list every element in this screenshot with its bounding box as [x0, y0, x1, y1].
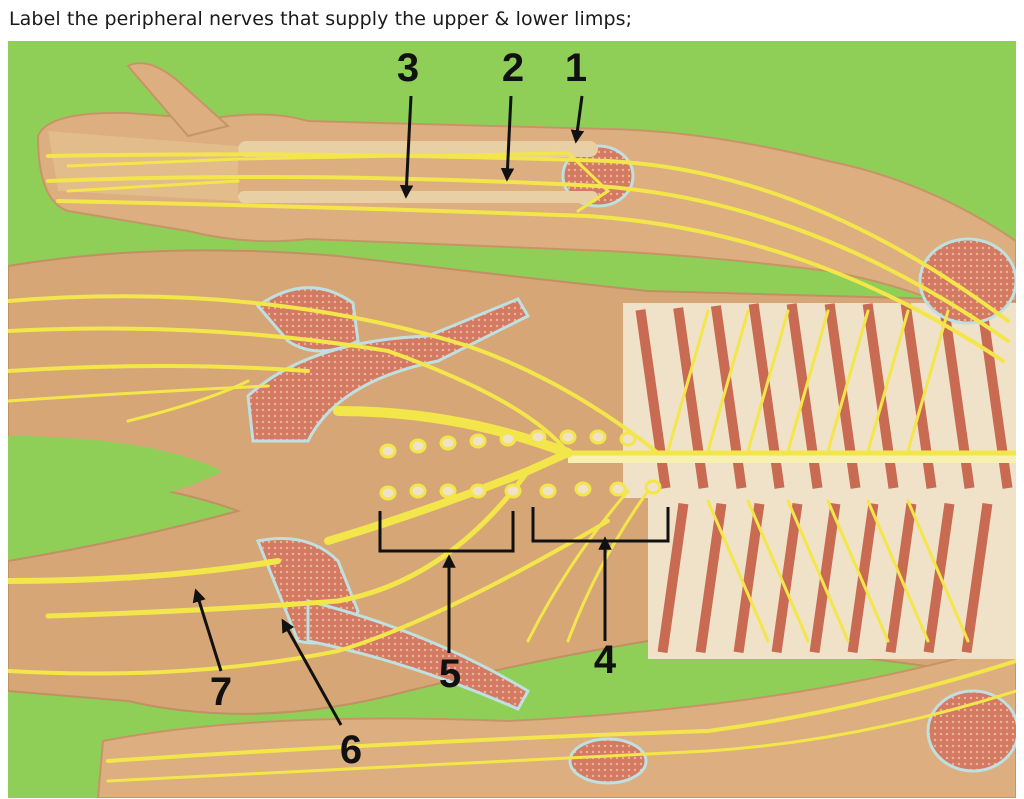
arrow-7: [192, 588, 223, 672]
spinal-cord: [568, 453, 1016, 463]
rib-cage: [623, 303, 1016, 659]
arrow-6: [281, 618, 343, 726]
spinal-ganglia: [379, 429, 662, 501]
nerves: [8, 151, 1016, 783]
label-6: 6: [340, 728, 362, 772]
arrow-1: [570, 95, 585, 144]
bracket-5: [378, 511, 515, 553]
lower-limb-bottom-model: [96, 639, 1016, 798]
label-5: 5: [439, 652, 461, 696]
nerve-model-figure: 1 2 3 4 5 6 7: [8, 41, 1016, 798]
arrow-2: [500, 95, 515, 182]
label-3: 3: [397, 46, 419, 90]
label-1: 1: [565, 46, 587, 90]
upper-limb-model: [36, 111, 1016, 343]
arrow-3: [399, 95, 414, 199]
thumb-model: [126, 62, 231, 138]
question-text: Label the peripheral nerves that supply …: [9, 8, 633, 30]
label-2: 2: [502, 46, 524, 90]
label-7: 7: [210, 670, 232, 714]
pelvic-notch: [8, 436, 223, 511]
anatomy-model-svg: 1 2 3 4 5 6 7: [8, 41, 1016, 798]
label-arrows: [192, 95, 612, 726]
label-4: 4: [594, 638, 617, 682]
